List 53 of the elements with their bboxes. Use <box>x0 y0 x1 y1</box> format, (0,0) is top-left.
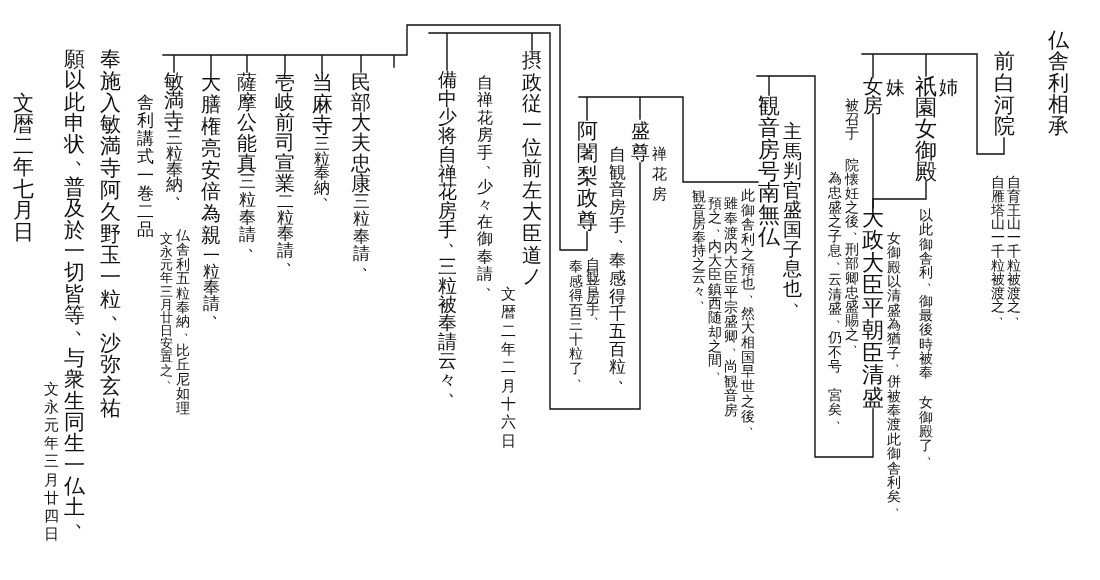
name-text: 備中少将自禅花房手、三粒被奉請云々、 <box>437 70 457 401</box>
name-text: 摂政従一位前左大臣道ノ <box>522 50 542 288</box>
relation-label: 妹 <box>885 78 905 97</box>
note-text: 自観音房手、奉感得千五百粒、 <box>608 146 626 388</box>
note-text: 自雁塔山一千粒被渡之、 <box>991 176 1005 324</box>
name-text: 阿闍梨政尊 <box>576 120 598 232</box>
name-text: 観音房号南無仏 <box>758 95 780 248</box>
inscription-text: 願以此申状、普及於一切皆等、与衆生同生一仏土、 <box>63 49 85 533</box>
note-text: 此御舎利之預也、然大相国早世之後、 <box>741 188 755 434</box>
note-text: 被召于院懐妊之後、刑部卿忠盛賜之、 <box>845 98 859 349</box>
note-text: 一粒奉請、 <box>202 247 220 323</box>
note-text: 観音房奉持之云々、 <box>692 190 706 306</box>
inscription-text: 奉施入敏満寺阿久野玉一粒、沙弥玄祐 <box>99 49 121 420</box>
title: 仏舎利相承 <box>1047 30 1069 137</box>
note-text: 三粒奉納、 <box>314 136 330 206</box>
note-text: 女御殿以清盛為猶子、併被奉渡此御舎利矣、 <box>887 231 901 514</box>
relation-label: 姉 <box>938 78 958 97</box>
name-text: 大政大臣平朝臣清盛 <box>862 207 884 409</box>
note-text: 主馬判官盛国子息也、 <box>782 122 802 311</box>
note-text: 自育王山一千粒被渡之、 <box>1007 176 1021 324</box>
name-text: 民部大夫忠康 <box>351 72 371 193</box>
note-text: 二粒奉請、 <box>276 192 294 270</box>
note-text: 文永元年三月廿日安置之、 <box>159 232 173 385</box>
name-text: 盛尊 <box>630 119 650 163</box>
lineage-line <box>578 96 759 183</box>
note-text: 為忠盛之子息、云清盛、仍不号宮矣、 <box>828 171 842 427</box>
note-text: 三粒奉請、 <box>238 172 256 256</box>
lineage-line <box>872 113 874 208</box>
note-text: 奉感得百三十粒了、 <box>569 259 583 386</box>
name-text: 前白河院 <box>993 51 1015 138</box>
note-text: 三粒奉納、 <box>165 130 183 204</box>
note-text: 禅花房 <box>651 144 667 204</box>
name-text: 祇園女御殿 <box>915 76 937 182</box>
note-text: 預之、内大臣鎮西随却之間、 <box>708 196 722 376</box>
note-text: 仏舎利五粒奉納、比丘尼如理 <box>176 228 190 415</box>
note-text: 文暦二年二月十六日 <box>500 285 516 450</box>
name-text: 敏満寺 <box>164 72 184 130</box>
note-text: 三粒奉請、 <box>352 192 370 274</box>
lineage-line <box>428 32 641 410</box>
date-text: 文暦二年七月日 <box>12 93 34 243</box>
name-text: 壱岐前司宣業 <box>275 72 295 193</box>
note-text: 自禅花房手、少々在御奉請、 <box>477 74 493 293</box>
note-text: 以此御舎利、御最後時被奉女御殿了、 <box>919 208 933 463</box>
note-text: 雖奉渡内大臣平宗盛卿、尚観音房 <box>724 196 738 418</box>
name-text: 薩摩公能真 <box>237 72 257 173</box>
lineage-line <box>162 24 588 251</box>
name-text: 女房 <box>863 77 883 114</box>
name-text: 当麻寺 <box>311 72 333 137</box>
note-text: 自観音房手、 <box>586 259 600 324</box>
note-text: 舎利講式一巻二品 <box>136 93 154 238</box>
date-text: 文永元年三月廿四日 <box>43 380 59 543</box>
name-text: 大膳権亮安倍為親 <box>201 72 221 247</box>
lineage-line <box>756 75 874 458</box>
